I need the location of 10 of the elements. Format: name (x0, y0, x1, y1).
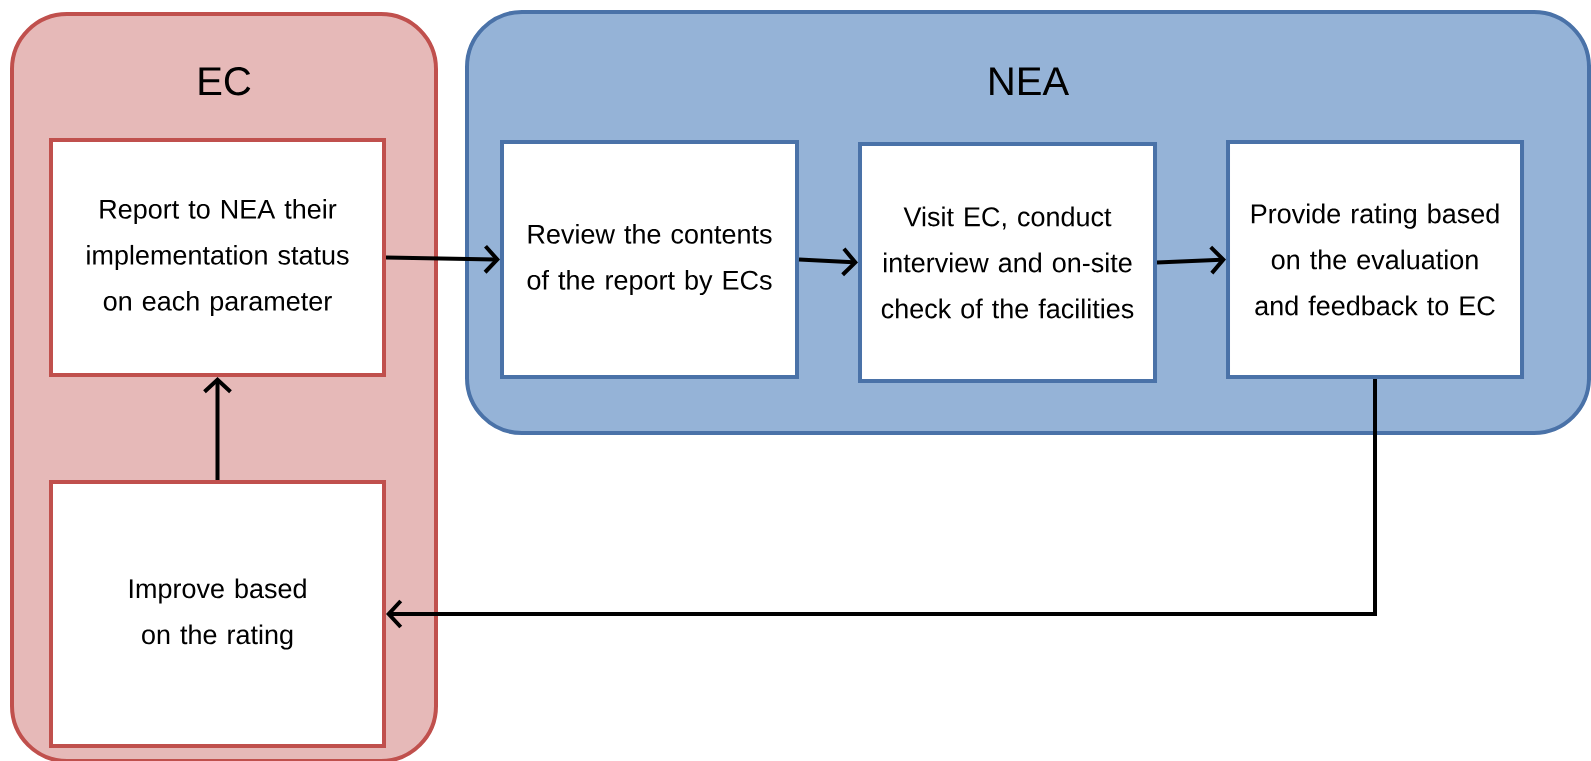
arrow (385, 244, 500, 274)
process-box: Report to NEA their implementation status on each parameter (49, 138, 386, 377)
process-box: Review the contents of the report by ECs (500, 140, 799, 379)
arrow (798, 247, 858, 277)
arrow (203, 377, 232, 480)
process-box: Improve based on the rating (49, 480, 386, 748)
arrow (386, 379, 1377, 629)
arrow (1156, 245, 1226, 275)
process-box: Visit EC, conduct interview and on-site check of the facilities (858, 142, 1157, 383)
process-box: Provide rating based on the evaluation and feedback to EC (1226, 140, 1524, 379)
